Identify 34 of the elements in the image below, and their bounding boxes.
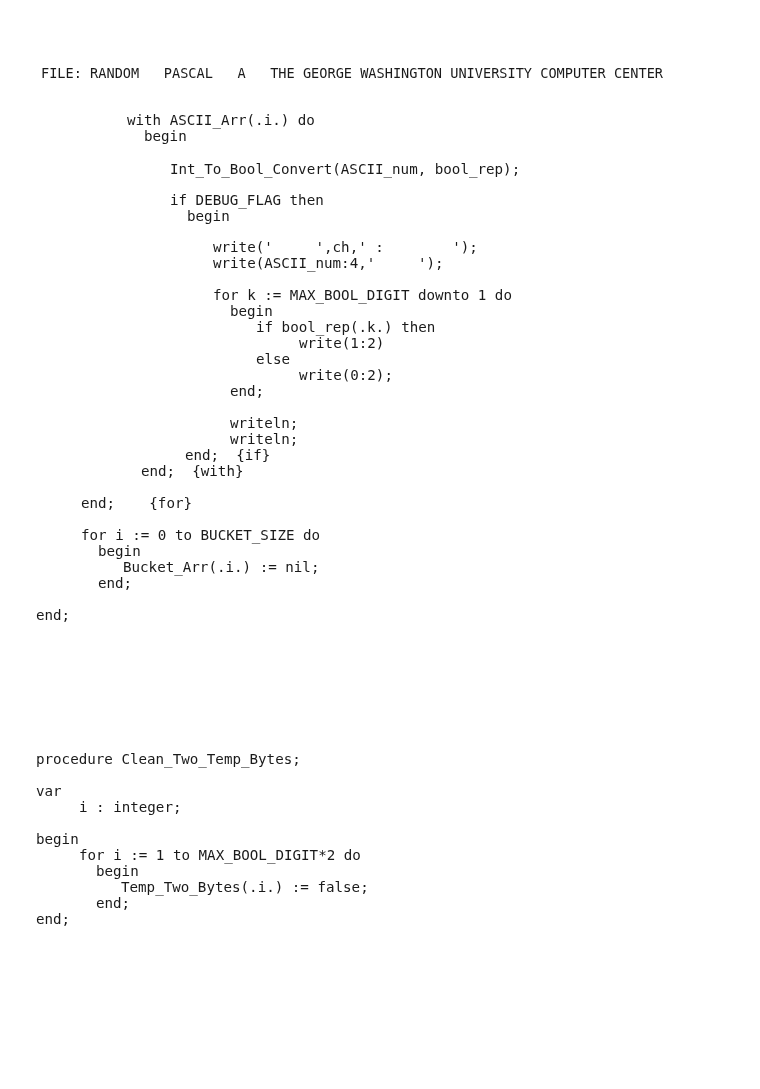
code-line: else bbox=[256, 351, 291, 367]
code-line: begin bbox=[96, 863, 139, 879]
code-line: procedure Clean_Two_Temp_Bytes; bbox=[36, 751, 301, 767]
code-line: write(ASCII_num:4,' '); bbox=[213, 255, 444, 271]
code-line: for i := 0 to BUCKET_SIZE do bbox=[81, 527, 321, 543]
code-line: for k := MAX_BOOL_DIGIT downto 1 do bbox=[213, 287, 512, 303]
code-line: end; {for} bbox=[81, 495, 193, 511]
code-line: write(1:2) bbox=[299, 335, 385, 351]
code-line: write(0:2); bbox=[299, 367, 393, 383]
code-line: end; bbox=[36, 911, 71, 927]
code-line: i : integer; bbox=[79, 799, 182, 815]
code-line: with ASCII_Arr(.i.) do bbox=[127, 112, 315, 128]
code-line: write(' ',ch,' : '); bbox=[213, 239, 478, 255]
code-line: begin bbox=[98, 543, 141, 559]
code-line: for i := 1 to MAX_BOOL_DIGIT*2 do bbox=[79, 847, 361, 863]
code-line: writeln; bbox=[230, 431, 299, 447]
code-line: Bucket_Arr(.i.) := nil; bbox=[123, 559, 320, 575]
code-line: begin bbox=[36, 831, 79, 847]
code-line: end; bbox=[230, 383, 265, 399]
code-line: if bool_rep(.k.) then bbox=[256, 319, 436, 335]
code-line: if DEBUG_FLAG then bbox=[170, 192, 324, 208]
code-line: end; bbox=[36, 607, 71, 623]
code-line: var bbox=[36, 783, 62, 799]
code-line: Int_To_Bool_Convert(ASCII_num, bool_rep); bbox=[170, 161, 521, 177]
code-line: begin bbox=[230, 303, 273, 319]
code-line: begin bbox=[144, 128, 187, 144]
code-line: end; {with} bbox=[141, 463, 244, 479]
code-line: end; bbox=[96, 895, 131, 911]
code-line: end; bbox=[98, 575, 133, 591]
code-line: writeln; bbox=[230, 415, 299, 431]
code-line: Temp_Two_Bytes(.i.) := false; bbox=[121, 879, 369, 895]
page-header: FILE: RANDOM PASCAL A THE GEORGE WASHINGTON UNIVERSITY COMPUTER CENTER bbox=[41, 65, 663, 81]
code-line: end; {if} bbox=[185, 447, 271, 463]
code-line: begin bbox=[187, 208, 230, 224]
